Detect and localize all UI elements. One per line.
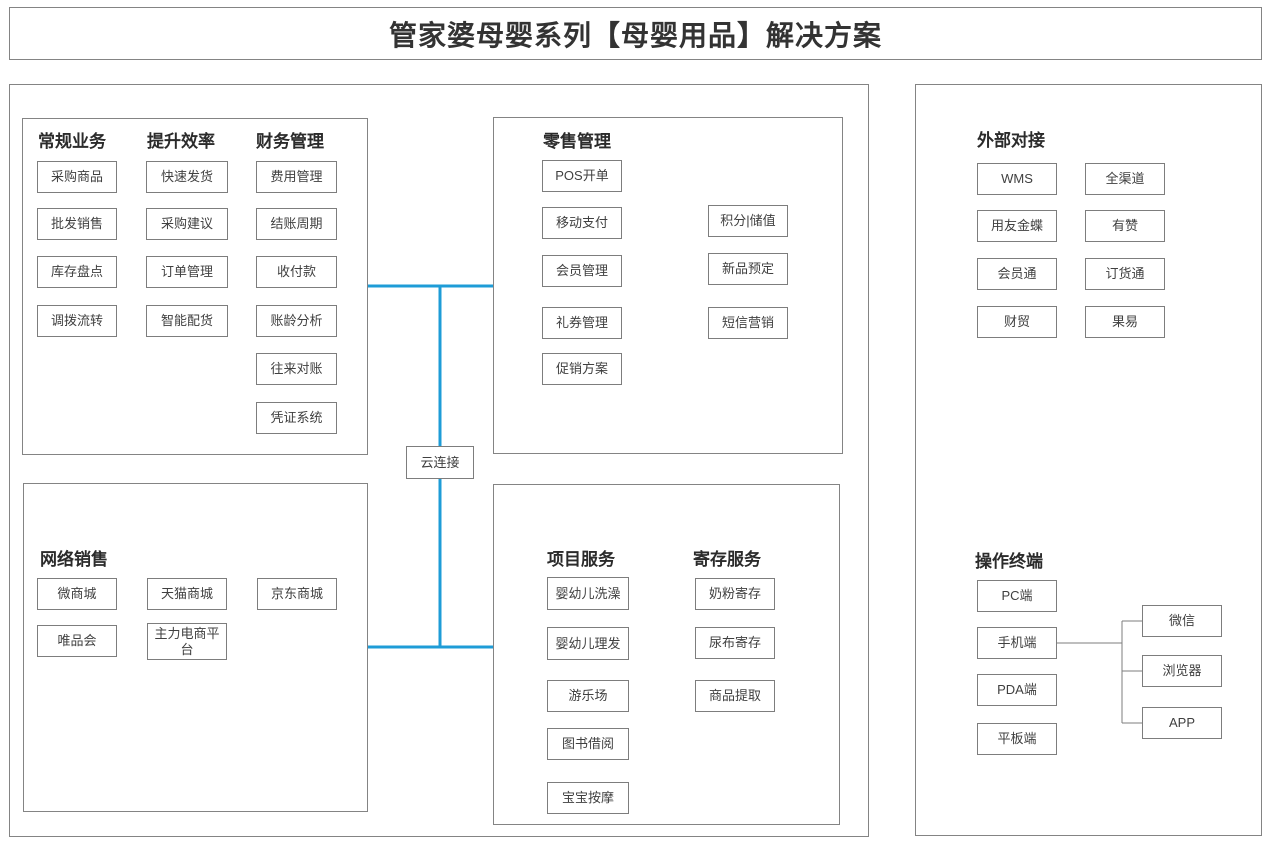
node-coupon-management: 礼券管理 [542,307,622,339]
node-yonyou-kingdee: 用友金蝶 [977,210,1057,242]
node-voucher-system: 凭证系统 [256,402,337,434]
right-panel-box [915,84,1262,836]
node-major-ecommerce-platform: 主力电商平台 [147,623,227,660]
node-tablet-terminal: 平板端 [977,723,1057,755]
node-order-management: 订单管理 [146,256,228,288]
node-receipts-payments: 收付款 [256,256,337,288]
node-new-product-preorder: 新品预定 [708,253,788,285]
node-vipshop: 唯品会 [37,625,117,657]
node-omni-channel: 全渠道 [1085,163,1165,195]
node-book-lending: 图书借阅 [547,728,629,760]
node-jd-store: 京东商城 [257,578,337,610]
node-aging-analysis: 账龄分析 [256,305,337,337]
node-pda-terminal: PDA端 [977,674,1057,706]
node-sms-marketing: 短信营销 [708,307,788,339]
node-browser: 浏览器 [1142,655,1222,687]
node-wechat: 微信 [1142,605,1222,637]
node-member-management: 会员管理 [542,255,622,287]
heading-deposit-services: 寄存服务 [693,550,761,569]
node-playground: 游乐场 [547,680,629,712]
mobile-terminal-connector [1057,620,1142,724]
node-purchase-suggestion: 采购建议 [146,208,228,240]
node-pos-billing: POS开单 [542,160,622,192]
node-pc-terminal: PC端 [977,580,1057,612]
node-goods-pickup: 商品提取 [695,680,775,712]
heading-efficiency: 提升效率 [147,132,215,151]
heading-regular-business: 常规业务 [38,132,106,151]
node-milk-powder-storage: 奶粉寄存 [695,578,775,610]
node-points-stored-value: 积分|储值 [708,205,788,237]
heading-finance: 财务管理 [256,132,324,151]
node-account-reconciliation: 往来对账 [256,353,337,385]
node-mobile-terminal: 手机端 [977,627,1057,659]
node-wholesale-sales: 批发销售 [37,208,117,240]
services-box [493,484,840,825]
node-baby-haircut: 婴幼儿理发 [547,627,629,660]
node-guoyi: 果易 [1085,306,1165,338]
node-micro-mall: 微商城 [37,578,117,610]
node-expense-management: 费用管理 [256,161,337,193]
heading-external: 外部对接 [977,131,1045,150]
heading-project-services: 项目服务 [547,550,615,569]
node-youzan: 有赞 [1085,210,1165,242]
node-smart-allocation: 智能配货 [146,305,228,337]
node-cloud-connect: 云连接 [406,446,474,479]
heading-terminal: 操作终端 [975,552,1043,571]
node-quick-shipping: 快速发货 [146,161,228,193]
heading-retail: 零售管理 [543,132,611,151]
node-ordering-link: 订货通 [1085,258,1165,290]
node-settlement-cycle: 结账周期 [256,208,337,240]
node-wms: WMS [977,163,1057,195]
node-tmall-store: 天猫商城 [147,578,227,610]
title-box: 管家婆母婴系列【母婴用品】解决方案 [9,7,1262,60]
node-baby-massage: 宝宝按摩 [547,782,629,814]
node-purchase-goods: 采购商品 [37,161,117,193]
node-inventory-count: 库存盘点 [37,256,117,288]
heading-online-sales: 网络销售 [40,550,108,569]
left-panel-box [9,84,869,837]
node-baby-bath: 婴幼儿洗澡 [547,577,629,610]
node-transfer-flow: 调拨流转 [37,305,117,337]
node-mobile-payment: 移动支付 [542,207,622,239]
node-promotion-plan: 促销方案 [542,353,622,385]
node-trade-finance: 财贸 [977,306,1057,338]
node-member-link: 会员通 [977,258,1057,290]
node-diaper-storage: 尿布寄存 [695,627,775,659]
page-title: 管家婆母婴系列【母婴用品】解决方案 [388,19,882,51]
node-app: APP [1142,707,1222,739]
